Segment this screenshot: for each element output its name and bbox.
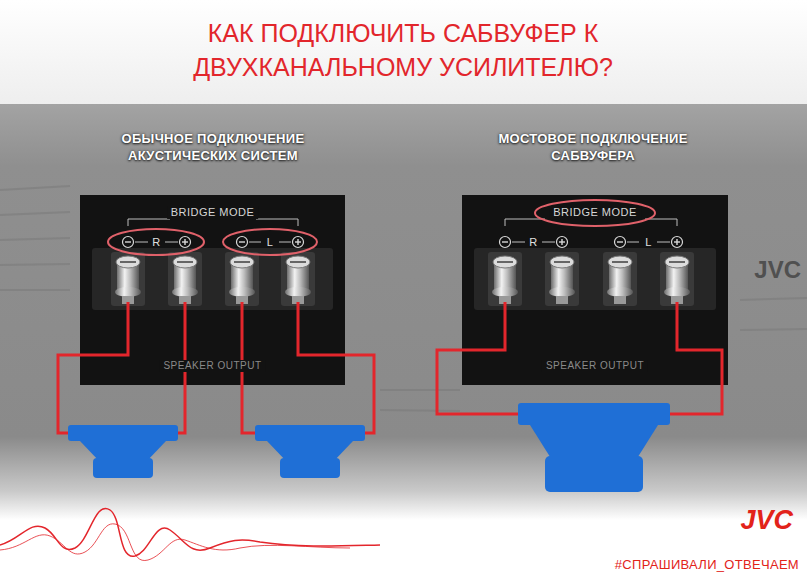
polarity-symbols xyxy=(657,242,670,243)
polarity-symbols xyxy=(135,242,670,243)
polarity-symbols xyxy=(512,242,525,243)
bridge-bracket xyxy=(128,219,170,226)
polarity-symbols xyxy=(135,242,148,243)
speaker-icon xyxy=(530,425,658,460)
speaker-terminal xyxy=(603,252,637,306)
bridge-bracket xyxy=(505,219,545,226)
amp-fins xyxy=(0,186,807,411)
channel-label: L xyxy=(645,236,652,249)
highlight-ellipse xyxy=(223,229,317,255)
background xyxy=(0,0,807,104)
polarity-symbols xyxy=(123,237,683,248)
mode-label: BRIDGE MODE xyxy=(549,206,641,219)
channel-label: R xyxy=(152,236,160,249)
speaker-terminal xyxy=(225,252,259,306)
output-label: SPEAKER OUTPUT xyxy=(159,360,265,372)
amp-fins xyxy=(0,264,70,265)
bridge-bracket xyxy=(256,219,298,226)
hashtag: #СПРАШИВАЛИ_ОТВЕЧАЕМ xyxy=(615,557,799,572)
polarity-symbols xyxy=(500,237,511,248)
amp-fins xyxy=(380,410,460,411)
amp-fins xyxy=(0,212,70,215)
sound-wave xyxy=(0,508,380,556)
speaker-terminal xyxy=(111,252,694,306)
terminal-panel xyxy=(474,248,716,310)
polarity-symbols xyxy=(123,237,134,248)
speaker-icon xyxy=(545,456,643,492)
speaker-icon xyxy=(280,458,340,478)
bridge-bracket xyxy=(645,219,677,226)
speaker-terminal xyxy=(545,252,579,306)
polarity-symbols xyxy=(237,237,248,248)
speaker-wire xyxy=(58,302,722,433)
speaker-terminal xyxy=(281,252,315,306)
amp-fins xyxy=(380,389,460,391)
terminal-panel xyxy=(92,248,333,310)
speaker-wire xyxy=(298,302,374,433)
polarity-symbols xyxy=(293,237,304,248)
brand-logo: JVC xyxy=(740,505,793,536)
section-heading: ОБЫЧНОЕ ПОДКЛЮЧЕНИЕ АКУСТИЧЕСКИХ СИСТЕМ xyxy=(83,130,343,164)
section-heading: МОСТОВОЕ ПОДКЛЮЧЕНИЕ САБВУФЕРА xyxy=(463,130,723,164)
polarity-symbols xyxy=(249,242,261,243)
channel-label: L xyxy=(267,236,274,249)
speaker-wire xyxy=(437,302,518,414)
polarity-symbols xyxy=(542,242,555,243)
speaker-terminal xyxy=(111,252,145,306)
polarity-symbols xyxy=(165,242,178,243)
speaker-wire xyxy=(670,302,722,414)
speaker-terminal xyxy=(168,252,202,306)
sound-wave xyxy=(0,508,380,560)
highlight-ellipse xyxy=(535,200,655,226)
amp-fins xyxy=(0,238,70,240)
amp-logo: JVC xyxy=(754,256,801,284)
amp-fins xyxy=(0,186,70,190)
sound-wave xyxy=(0,524,350,561)
speaker-icon xyxy=(518,403,670,425)
amp-fins xyxy=(740,329,807,330)
speaker-icon xyxy=(68,425,178,441)
polarity-symbols xyxy=(672,237,683,248)
highlight-ellipse xyxy=(108,200,655,255)
background xyxy=(0,104,807,520)
speaker-icon xyxy=(93,458,153,478)
terminal-panel xyxy=(462,195,728,385)
channel-label: R xyxy=(529,236,537,249)
speaker-wire xyxy=(58,302,128,433)
polarity-symbols xyxy=(557,237,568,248)
speaker-icon xyxy=(68,403,670,492)
mode-label: BRIDGE MODE xyxy=(167,206,259,219)
output-label: SPEAKER OUTPUT xyxy=(542,360,648,372)
polarity-symbols xyxy=(279,242,291,243)
title: КАК ПОДКЛЮЧИТЬ САБВУФЕР К ДВУХКАНАЛЬНОМУ… xyxy=(123,16,683,84)
terminal-panel: BRIDGE MODE R L SPEAKER OUTPUT xyxy=(462,195,728,385)
amp-fins xyxy=(740,298,807,300)
amp-fins xyxy=(0,289,70,291)
highlight-ellipse xyxy=(108,229,204,255)
bridge-bracket xyxy=(128,219,677,226)
polarity-symbols xyxy=(615,237,626,248)
speaker-terminal xyxy=(660,252,694,306)
terminal-panel: BRIDGE MODE R L SPEAKER OUTPUT xyxy=(80,195,345,385)
polarity-symbols xyxy=(180,237,191,248)
terminal-panel xyxy=(80,195,728,385)
speaker-terminal xyxy=(488,252,522,306)
speaker-icon xyxy=(255,425,365,441)
polarity-symbols xyxy=(627,242,639,243)
